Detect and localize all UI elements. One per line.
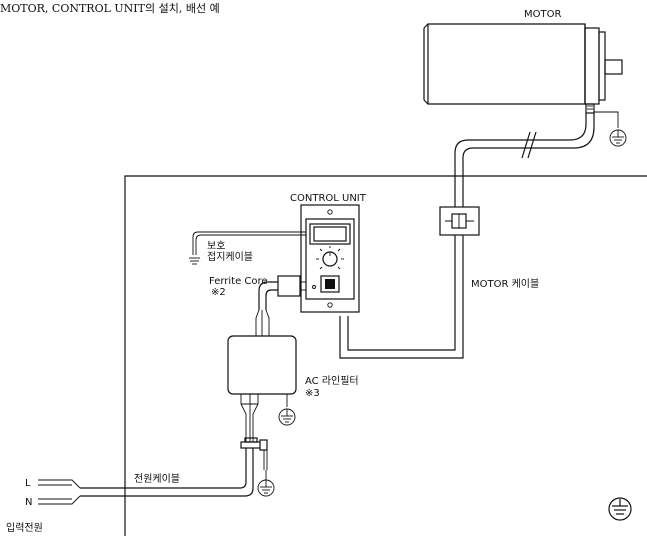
motor: MOTOR	[423, 9, 623, 114]
motor-cable-label: MOTOR 케이블	[471, 278, 539, 290]
diagram-title: MOTOR, CONTROL UNIT의 설치, 배선 예	[0, 2, 220, 15]
motor-label: MOTOR	[524, 9, 561, 20]
ferrite-core-note: ※2	[211, 287, 226, 298]
filter-ground-symbol	[278, 408, 296, 426]
cabinet-outline	[124, 175, 647, 536]
power-ground-symbol	[257, 470, 275, 497]
protective-ground-cable	[192, 231, 306, 255]
ferrite-core	[277, 275, 301, 297]
power-cable	[80, 448, 247, 489]
protective-earth-symbol	[608, 497, 632, 521]
ferrite-core-label: Ferrite Core	[209, 276, 268, 287]
ac-filter-note: ※3	[305, 388, 320, 399]
ground-symbol	[609, 129, 627, 147]
motor-cable-clamp	[439, 206, 480, 236]
ac-line-filter	[227, 335, 297, 395]
control-unit-label: CONTROL UNIT	[290, 193, 367, 204]
input-n-label: N	[25, 497, 32, 508]
protective-ground-label-1: 보호	[207, 240, 225, 252]
ac-filter-label: AC 라인필터	[305, 375, 359, 387]
input-power-label: 입력전원	[6, 521, 43, 534]
motor-cable	[347, 113, 587, 351]
power-cable-clamp	[240, 437, 268, 451]
input-l-label: L	[25, 478, 31, 489]
control-unit	[300, 204, 360, 313]
power-cable-label: 전원케이블	[134, 473, 180, 485]
protective-ground-label-2: 접지케이블	[207, 251, 253, 263]
